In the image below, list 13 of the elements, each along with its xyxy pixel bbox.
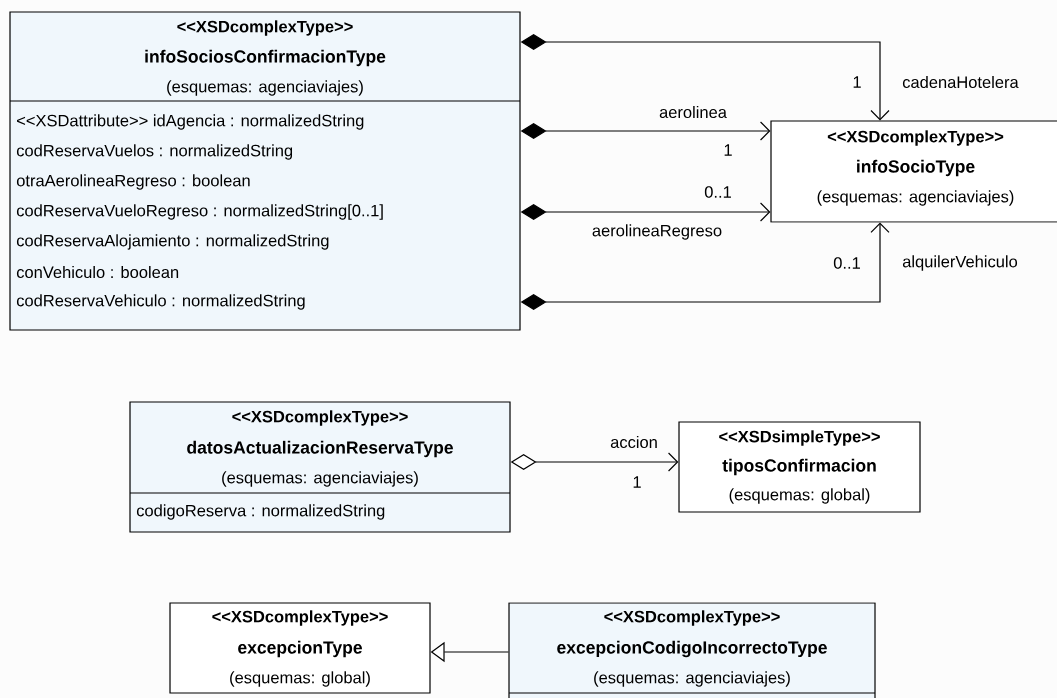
edge-label: aerolineaRegreso [590,223,724,241]
class-box: <<XSDcomplexType>> infoSocioType (esquemas: agenciaviajes) [770,120,1057,223]
class-box: <<XSDcomplexType>> excepcionType (esquemas: global) [169,602,431,694]
multiplicity-label: 1 [724,144,732,156]
class-box: <<XSDcomplexType>> excepcionCodigoIncorrectoType (esquemas: agenciaviajes) [508,602,876,698]
class-box: <<XSDcomplexType>> datosActualizacionReservaType (esquemas: agenciaviajes) codigoReserva : normalizedString [129,401,511,533]
class-box: <<XSDcomplexType>> infoSociosConfirmacionType (esquemas: agenciaviajes) <<XSDattribute>> idAgencia : normalizedString codReservaVuelos : normalizedString otraAerolineaRegreso : boolean codReservaVueloRegreso : normalizedString[0..1] codReservaAlojamiento : normalizedString conVehiculo : boolean codReservaVehiculo : normalizedString [9,11,521,331]
multiplicity-label: 0..1 [704,186,731,198]
multiplicity-label: 0..1 [833,257,860,269]
multiplicity-label: 1 [853,76,861,88]
multiplicity-label: 1 [633,476,641,488]
class-box: <<XSDsimpleType>> tiposConfirmacion (esquemas: global) [678,421,921,513]
edge-label: alquilerVehiculo [901,254,1019,272]
